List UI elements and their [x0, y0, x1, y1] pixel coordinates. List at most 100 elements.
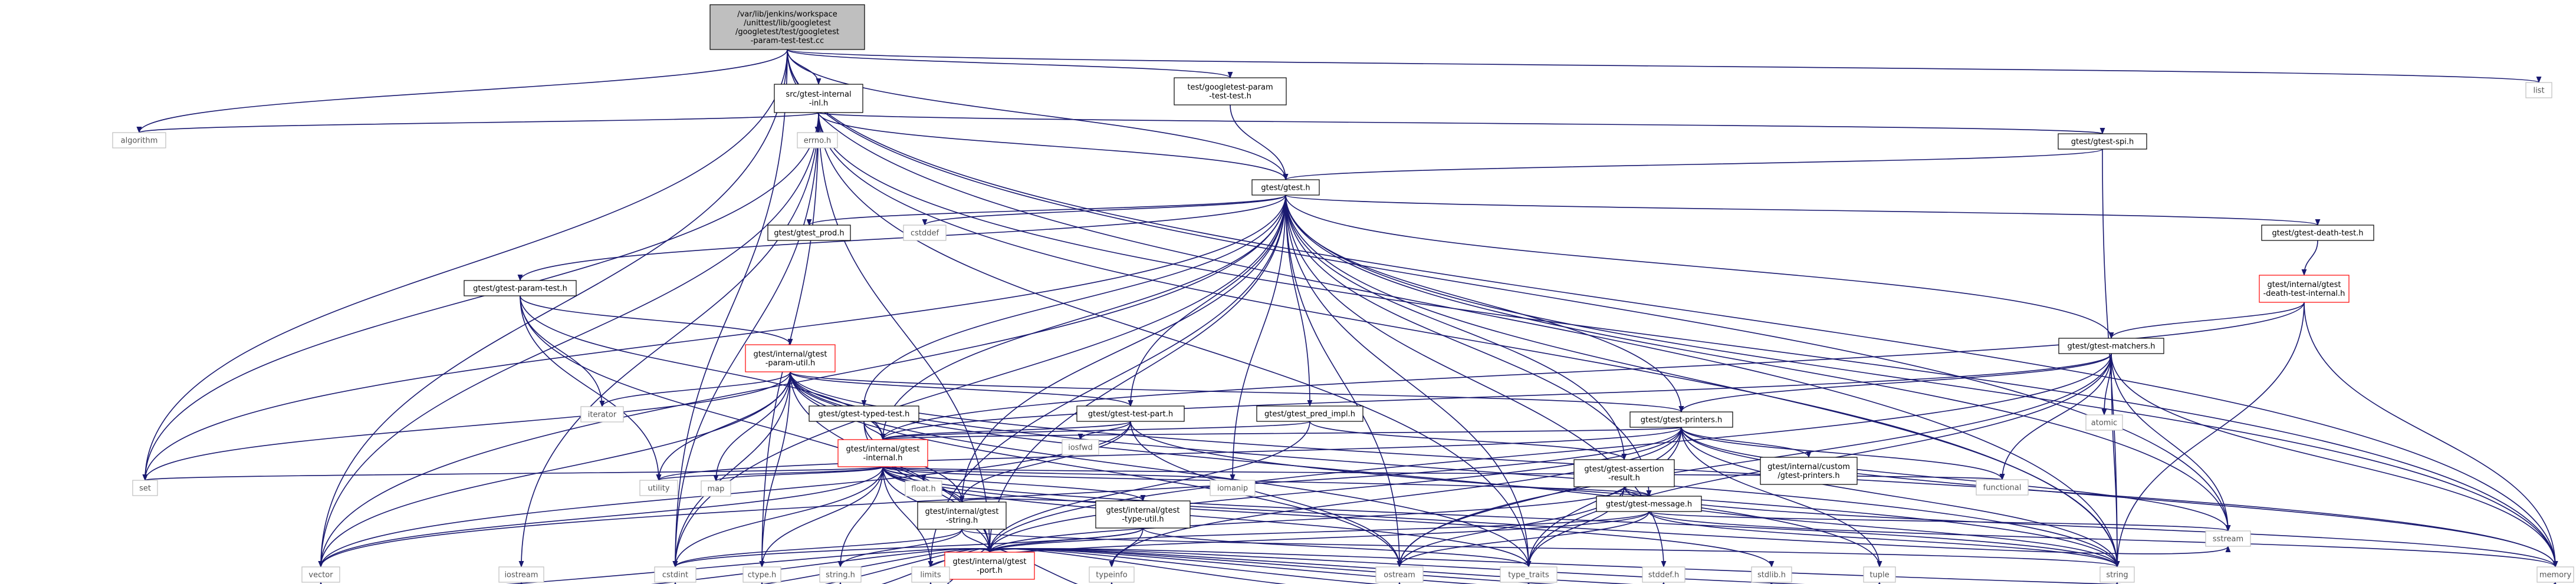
node-gtest-h[interactable]: gtest/gtest.h [1251, 179, 1320, 196]
node-label-line: src/gtest-internal [786, 90, 851, 99]
edge-internal_utils-to-type_traits [818, 112, 1532, 568]
edge-test_part-to-gtest_internal [880, 421, 1131, 441]
node-gtest-spi[interactable]: gtest/gtest-spi.h [2058, 133, 2147, 150]
node-limits: limits [911, 566, 950, 583]
node-type-traits: type_traits [1500, 566, 1558, 583]
node-box [774, 84, 863, 113]
node-memory: memory [2536, 566, 2574, 583]
node-gtest-port[interactable]: gtest/internal/gtest-port.h [944, 552, 1035, 580]
node-box [2099, 566, 2135, 583]
edge-type_util-to-gtest_port [987, 527, 1144, 553]
node-tuple: tuple [1863, 566, 1896, 583]
node-label-line: gtest/internal/gtest [952, 557, 1026, 566]
node-label-line: functional [1983, 484, 2022, 493]
node-custom-printers[interactable]: gtest/internal/custom/gtest-printers.h [1760, 457, 1858, 485]
node-param-test-test-h[interactable]: test/googletest-param-test-test.h [1174, 77, 1287, 105]
node-set: set [132, 480, 158, 496]
edge-printers-to-gtest_internal [880, 427, 1682, 441]
node-label-line: sstream [2213, 535, 2243, 544]
edge-root-to-param_test_test_h [787, 49, 1233, 79]
node-gtest-string[interactable]: gtest/internal/gtest-string.h [917, 501, 1007, 530]
node-stdlib: stdlib.h [1751, 566, 1792, 583]
node-printers[interactable]: gtest/gtest-printers.h [1629, 411, 1733, 428]
node-label-line: gtest/gtest-matchers.h [2067, 342, 2155, 351]
node-param-test[interactable]: gtest/gtest-param-test.h [464, 280, 577, 296]
node-param-util[interactable]: gtest/internal/gtest-param-util.h [745, 344, 836, 372]
edge-internal_utils-to-set [142, 112, 819, 481]
edge-internal_utils-to-gtest_port [818, 112, 993, 553]
node-label-line: gtest/internal/custom [1767, 463, 1850, 471]
edge-gtest_internal-to-set [143, 466, 883, 481]
node-label-line: atomic [2091, 419, 2117, 428]
node-label-line: map [708, 485, 725, 494]
node-utility: utility [639, 480, 678, 496]
edge-printers-to-ostream [1397, 427, 1682, 568]
node-pred-impl[interactable]: gtest/gtest_pred_impl.h [1256, 405, 1363, 422]
edge-internal_utils-to-gtest_spi [818, 112, 2105, 135]
node-label-line: ostream [1384, 571, 1415, 580]
node-label-line: gtest/gtest_prod.h [774, 229, 844, 238]
edge-gtest_internal-to-cstdint [672, 466, 883, 568]
edge-matchers-to-sstream [2111, 353, 2231, 532]
node-iomanip: iomanip [1210, 480, 1256, 496]
node-box [944, 552, 1035, 580]
node-label-line: errno.h [804, 137, 832, 146]
edge-gtest_h-to-vector [318, 194, 1286, 568]
node-box [1089, 566, 1135, 583]
edge-gtest_h-to-gtest_string [959, 194, 1286, 503]
edge-root-to-list [787, 49, 2541, 84]
node-matchers[interactable]: gtest/gtest-matchers.h [2058, 338, 2164, 354]
node-label-line: gtest/internal/gtest [753, 350, 827, 359]
node-death-test[interactable]: gtest/gtest-death-test.h [2261, 225, 2374, 241]
node-box [905, 480, 942, 497]
node-typed-test[interactable]: gtest/gtest-typed-test.h [809, 405, 919, 422]
node-box [917, 501, 1007, 530]
node-type-util[interactable]: gtest/internal/gtest-type-util.h [1095, 500, 1191, 529]
node-typeinfo: typeinfo [1089, 566, 1135, 583]
node-death-test-internal[interactable]: gtest/internal/gtest-death-test-internal… [2259, 275, 2350, 303]
edge-root-to-memory [787, 49, 2558, 568]
node-gtest-internal[interactable]: gtest/internal/gtest-internal.h [837, 439, 928, 467]
node-box [1256, 405, 1363, 422]
node-internal-utils[interactable]: src/gtest-internal-inl.h [774, 84, 863, 113]
edge-gtest_string-to-string [961, 529, 2120, 568]
node-box [1095, 500, 1191, 529]
edge-gtest_h-to-death_test [1285, 194, 2320, 226]
node-list: list [2525, 82, 2552, 98]
node-message[interactable]: gtest/gtest-message.h [1596, 496, 1702, 512]
node-assertion-result[interactable]: gtest/gtest-assertion-result.h [1573, 459, 1675, 487]
edge-assertion_result-to-message [1624, 486, 1652, 497]
node-box [742, 566, 781, 583]
edge-root-to-set [142, 49, 788, 481]
node-label-line: stddef.h [1648, 571, 1679, 580]
edge-assertion_result-to-gtest_port [987, 486, 1625, 553]
node-label-line: iterator [588, 411, 617, 420]
edge-printers-to-utility [656, 427, 1682, 481]
edge-death_test-to-death_test_internal [2301, 240, 2318, 276]
node-functional: functional [1976, 479, 2029, 496]
edge-death_test_internal-to-matchers [2108, 302, 2305, 339]
node-box [1500, 566, 1558, 583]
node-label-line: algorithm [121, 137, 158, 146]
node-root[interactable]: /var/lib/jenkins/workspace/unittest/lib/… [709, 4, 865, 50]
node-label-line: type_traits [1508, 571, 1549, 580]
node-label-line: -param-util.h [765, 359, 816, 368]
node-cstddef: cstddef [903, 225, 947, 241]
node-test-part[interactable]: gtest/gtest-test-part.h [1076, 405, 1185, 422]
edge-matchers-to-memory [2111, 353, 2558, 568]
node-box [639, 480, 678, 496]
node-label-line: gtest/gtest-test-part.h [1088, 410, 1173, 419]
node-algorithm: algorithm [112, 132, 166, 149]
edge-internal_utils-to-gtest_h [818, 112, 1289, 181]
edge-gtest_h-to-printers [1285, 194, 1684, 413]
edge-gtest_h-to-pred_impl [1285, 194, 1313, 407]
edge-gtest_h-to-gtest_prod [806, 194, 1286, 226]
node-cstdint: cstdint [654, 566, 696, 583]
node-gtest-prod[interactable]: gtest/gtest_prod.h [767, 225, 851, 241]
node-box [1174, 77, 1287, 105]
node-iosfwd: iosfwd [1062, 439, 1099, 456]
edge-param_test_test_h-to-gtest_h [1230, 104, 1289, 181]
node-box [911, 566, 950, 583]
node-label-line: gtest/gtest.h [1261, 184, 1310, 193]
edge-printers-to-functional [1681, 427, 2005, 481]
